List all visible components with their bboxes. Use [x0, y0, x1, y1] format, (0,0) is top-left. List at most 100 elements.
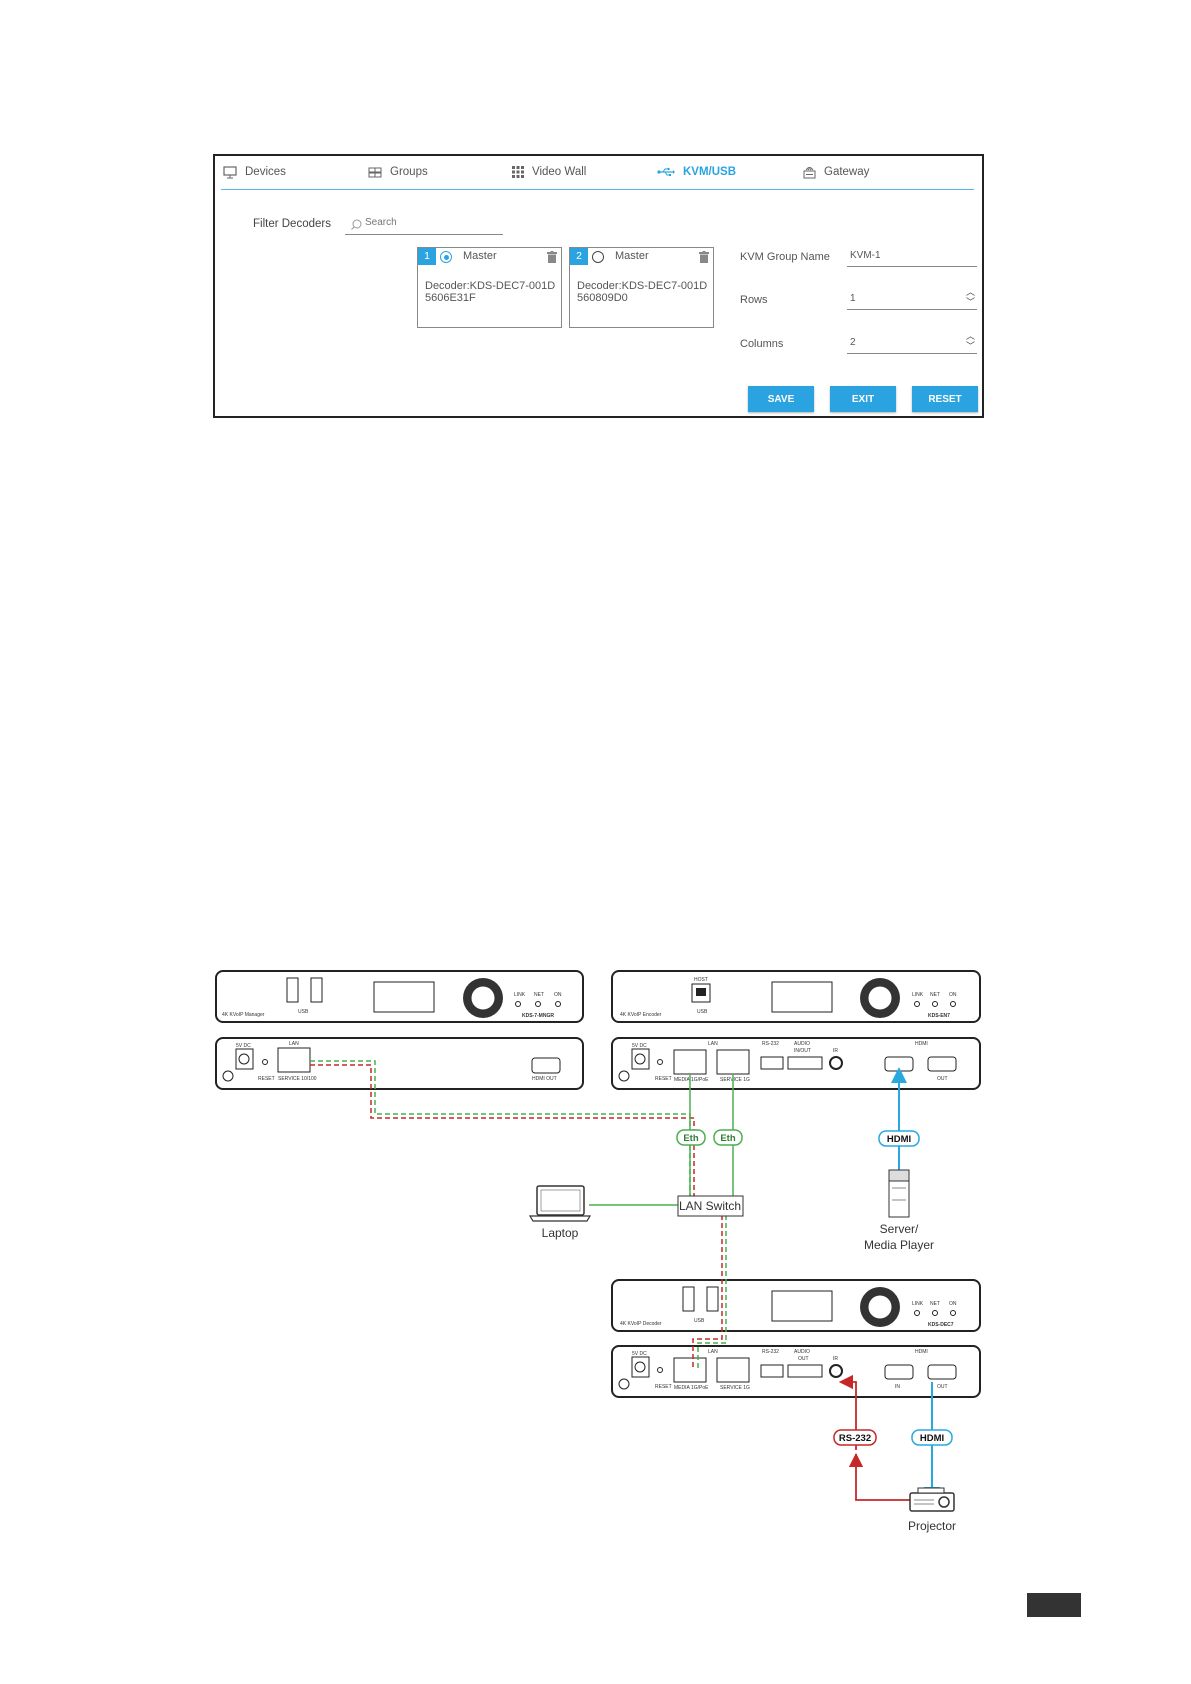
rows-label: Rows [740, 294, 768, 306]
manager-led-on: ON [554, 992, 562, 998]
page-number-box [1027, 1593, 1081, 1617]
kvm-usb-panel: Devices Groups Video Wall KVM/USB Gatewa… [213, 154, 984, 418]
chevron-down-icon[interactable]: ﹀ [965, 297, 975, 307]
decoder-dc-label: 5V DC [632, 1351, 647, 1357]
manager-front-panel: 4K KVoIP Manager USB KDS-7-MNGR LINK NET… [215, 970, 584, 1023]
manager-usb-label: USB [298, 1009, 309, 1015]
decoder-card-2[interactable]: 2 Master Decoder:KDS-DEC7-001D 560809D0 [569, 247, 714, 328]
tab-gateway[interactable]: Gateway [803, 160, 869, 184]
decoder-reset-label: RESET [655, 1384, 672, 1390]
manager-model: KDS-7-MNGR [522, 1013, 554, 1019]
encoder-reset-label: RESET [655, 1076, 672, 1082]
decoder-index: 2 [570, 248, 588, 265]
decoder-audio-label: AUDIO [794, 1349, 810, 1355]
columns-label: Columns [740, 338, 784, 350]
master-label: Master [615, 250, 649, 262]
master-radio[interactable] [592, 251, 604, 263]
decoder-name: Decoder:KDS-DEC7-001D [425, 280, 556, 292]
tag-hdmi-1-text: HDMI [887, 1134, 911, 1145]
encoder-hdmi-out-label: OUT [937, 1076, 948, 1082]
columns-field: ︿﹀ [847, 331, 977, 354]
decoder-port1-label: MEDIA 1G/PoE [674, 1385, 709, 1391]
decoder-index: 1 [418, 248, 436, 265]
encoder-usb-label: USB [697, 1009, 708, 1015]
tab-devices[interactable]: Devices [223, 160, 286, 184]
search-icon [351, 219, 362, 230]
decoder-rs232-label: RS-232 [762, 1349, 779, 1355]
rows-stepper[interactable]: ︿﹀ [966, 287, 975, 307]
gateway-icon [803, 167, 816, 179]
save-button[interactable]: SAVE [748, 386, 814, 412]
decoder-card-1[interactable]: 1 Master Decoder:KDS-DEC7-001D 5606E31F [417, 247, 562, 328]
grid-icon [512, 166, 524, 178]
tag-rs232: RS-232 [833, 1429, 877, 1446]
tab-divider [221, 189, 974, 190]
trash-icon[interactable] [547, 251, 557, 263]
monitor-icon [223, 165, 237, 178]
filter-label: Filter Decoders [253, 218, 331, 230]
laptop: Laptop [528, 1185, 592, 1240]
tab-label: KVM/USB [683, 166, 737, 178]
decoder-led-net: NET [930, 1301, 940, 1307]
decoder-usb-label: USB [694, 1318, 705, 1324]
chevron-down-icon[interactable]: ﹀ [965, 341, 975, 351]
encoder-hdmi-label: HDMI [915, 1041, 928, 1047]
decoder-id: 560809D0 [577, 292, 628, 304]
tag-rs232-text: RS-232 [839, 1433, 871, 1444]
tag-eth-2-text: Eth [720, 1133, 736, 1144]
decoder-name: Decoder:KDS-DEC7-001D [577, 280, 708, 292]
encoder-dc-label: 5V DC [632, 1043, 647, 1049]
group-name-label: KVM Group Name [740, 251, 830, 263]
master-radio[interactable] [440, 251, 452, 263]
manager-lan-label: LAN [289, 1041, 299, 1047]
tab-label: Gateway [824, 166, 870, 178]
tag-eth-2: Eth [713, 1129, 743, 1146]
manager-dc-label: 5V DC [236, 1043, 251, 1049]
tag-hdmi-2: HDMI [911, 1429, 953, 1446]
groups-icon [368, 167, 382, 177]
rows-input[interactable] [850, 293, 950, 304]
decoder-front-panel: 4K KVoIP Decoder USB KDS-DEC7 LINK NET O… [611, 1279, 981, 1332]
chevron-up-icon[interactable]: ︿ [965, 287, 975, 297]
rows-field: ︿﹀ [847, 287, 977, 310]
tab-groups[interactable]: Groups [368, 160, 428, 184]
laptop-label: Laptop [542, 1226, 579, 1240]
encoder-led-link: LINK [912, 992, 924, 998]
decoder-id: 5606E31F [425, 292, 476, 304]
tab-kvm-usb[interactable]: KVM/USB [657, 160, 736, 184]
encoder-rs232-label: RS-232 [762, 1041, 779, 1047]
encoder-port2-label: SERVICE 1G [720, 1077, 750, 1083]
columns-input[interactable] [850, 337, 950, 348]
projector: Projector [908, 1487, 956, 1533]
reset-button[interactable]: RESET [912, 386, 978, 412]
manager-hdmi-out-label: HDMI OUT [532, 1076, 557, 1082]
exit-button[interactable]: EXIT [830, 386, 896, 412]
tab-video-wall[interactable]: Video Wall [512, 160, 586, 184]
search-input[interactable] [365, 217, 495, 228]
columns-stepper[interactable]: ︿﹀ [966, 331, 975, 351]
decoder-hdmi-out-label: OUT [937, 1384, 948, 1390]
decoder-led-link: LINK [912, 1301, 924, 1307]
decoder-port2-label: SERVICE 1G [720, 1385, 750, 1391]
encoder-name: 4K KVoIP Encoder [620, 1012, 662, 1018]
encoder-host-label: HOST [694, 977, 708, 983]
encoder-front-panel: 4K KVoIP Encoder HOST USB KDS-EN7 LINK N… [611, 970, 981, 1023]
decoder-model: KDS-DEC7 [928, 1322, 954, 1328]
encoder-ir-label: IR [833, 1048, 838, 1054]
manager-lan-port-label: SERVICE 10/100 [278, 1076, 317, 1082]
trash-icon[interactable] [699, 251, 709, 263]
tab-label: Devices [245, 166, 286, 178]
encoder-audio-label: AUDIO [794, 1041, 810, 1047]
group-name-input[interactable] [850, 250, 950, 261]
group-name-field [847, 246, 977, 267]
tag-hdmi-2-text: HDMI [920, 1433, 944, 1444]
lan-switch: LAN Switch [677, 1195, 744, 1217]
chevron-up-icon[interactable]: ︿ [965, 331, 975, 341]
lan-switch-label: LAN Switch [679, 1199, 741, 1213]
tag-eth-1-text: Eth [683, 1133, 699, 1144]
encoder-model: KDS-EN7 [928, 1013, 950, 1019]
manager-led-link: LINK [514, 992, 526, 998]
search-box [345, 214, 503, 235]
manager-reset-label: RESET [258, 1076, 275, 1082]
